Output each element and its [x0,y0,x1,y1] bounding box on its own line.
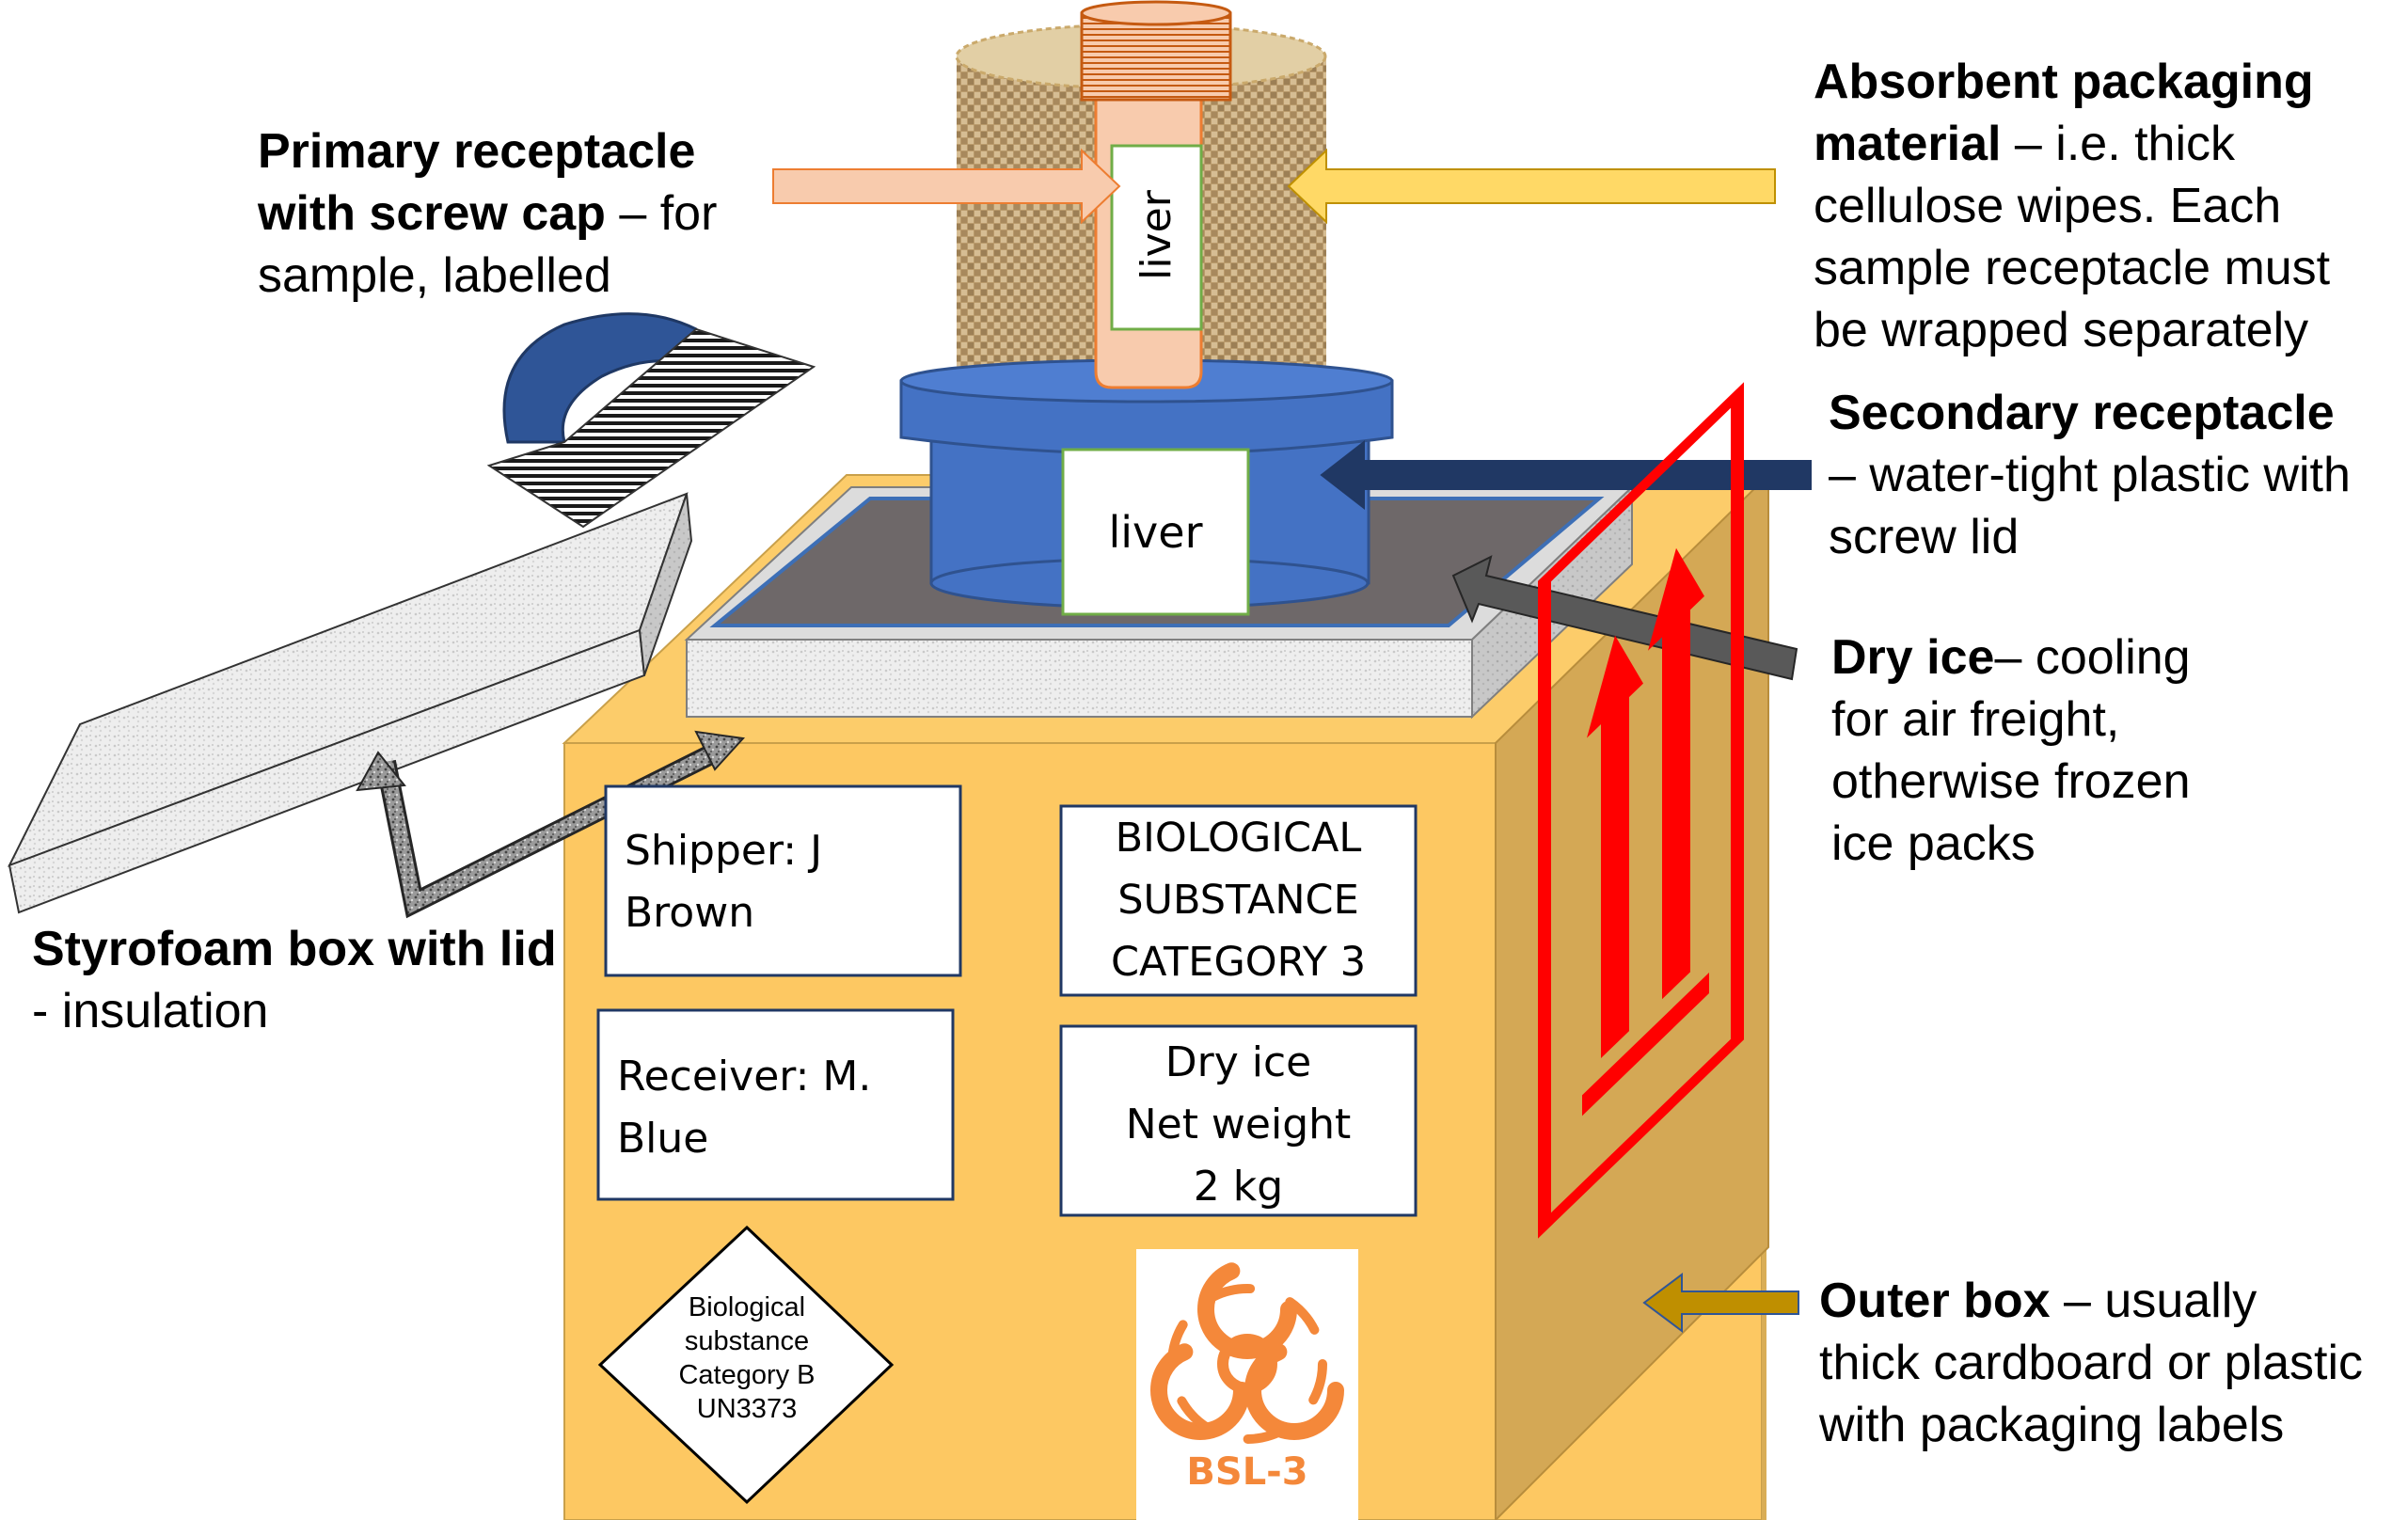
primary-desc-line-1: – for [605,186,718,241]
category-line-1: BIOLOGICAL [1115,815,1362,862]
absorbent-desc-line-3: sample receptacle must [1814,241,2331,295]
secondary-receptacle [899,358,1394,616]
outer-title: Outer box [1819,1274,2051,1328]
shipper-label-text: Shipper: J Brown [625,820,822,944]
dry-ice-label-line-3: 2 kg [1193,1163,1284,1211]
secondary-desc-line-1: – water-tight plastic with [1829,448,2351,502]
un-line-2: substance [684,1326,810,1356]
orientation-arrows-icon [1538,382,1744,1239]
dry-ice-label-line-1: Dry ice [1164,1038,1312,1086]
receiver-label [596,1008,955,1201]
dry-ice-annotation: Dry ice– cooling for air freight, otherw… [1831,626,2191,875]
tube-label-value: liver [1133,190,1180,280]
primary-receptacle-annotation: Primary receptacle with screw cap – for … [258,120,717,307]
absorbent-annotation: Absorbent packaging material – i.e. thic… [1814,51,2330,361]
un3373-label-text: Biological substance Category B UN3373 [652,1290,842,1426]
primary-desc-line-2: sample, labelled [258,248,611,303]
un-line-4: UN3373 [696,1394,798,1424]
jar-label-box [1061,448,1250,616]
shipper-line-2: Brown [625,889,755,937]
un-line-3: Category B [678,1360,816,1390]
absorbent-desc-line-1: – i.e. thick [2001,117,2236,171]
dry-ice-desc-line-4: ice packs [1831,816,2036,871]
removed-screw-cap [486,312,816,529]
dry-ice-label [1059,1024,1418,1217]
absorbent-desc-line-4: be wrapped separately [1814,303,2309,357]
receiver-line-1: Receiver: M. [617,1053,872,1100]
styrofoam-desc: - insulation [32,984,269,1038]
biohazard-icon [1150,1259,1344,1444]
un3373-diamond [597,1225,895,1505]
styrofoam-lid [7,492,693,914]
jar-label-value: liver [1108,507,1203,558]
outer-desc-line-2: thick cardboard or plastic [1819,1336,2364,1390]
bsl-label-text: BSL-3 [1136,1449,1358,1496]
tube-label-box [1110,144,1203,331]
outer-desc-line-1: – usually [2050,1274,2258,1328]
secondary-desc-line-2: screw lid [1829,510,2020,564]
receiver-line-2: Blue [617,1115,709,1163]
arrow-outer-box [1642,1273,1799,1333]
primary-title-line-1: Primary receptacle [258,124,696,179]
tube-label-text: liver [1129,188,1185,282]
receiver-label-text: Receiver: M. Blue [617,1046,871,1170]
secondary-receptacle-annotation: Secondary receptacle – water-tight plast… [1829,382,2351,568]
absorbent-title-line-2: material [1814,117,2002,171]
secondary-title: Secondary receptacle [1829,386,2335,440]
arrow-primary [772,148,1121,225]
shipper-line-1: Shipper: J [625,827,823,875]
category-line-3: CATEGORY 3 [1110,939,1367,986]
styrofoam-annotation: Styrofoam box with lid - insulation [32,918,557,1042]
styrofoam-title: Styrofoam box with lid [32,922,557,976]
category-line-2: SUBSTANCE [1117,877,1359,924]
absorbent-desc-line-2: cellulose wipes. Each [1814,179,2282,233]
primary-receptacle [1080,0,1232,389]
absorbent-title-line-1: Absorbent packaging [1814,55,2314,109]
jar-label-text: liver [1063,504,1248,561]
outer-desc-line-3: with packaging labels [1819,1398,2285,1452]
dry-ice-desc-line-1: – cooling [1994,630,2191,685]
dry-ice-label-text: Dry ice Net weight 2 kg [1061,1032,1416,1218]
dry-ice-desc-line-2: for air freight, [1831,692,2120,747]
styrofoam-box-front [686,639,1473,718]
shipper-label [604,784,962,977]
dry-ice-desc-line-3: otherwise frozen [1831,754,2191,809]
outer-box-annotation: Outer box – usually thick cardboard or p… [1819,1270,2363,1456]
dry-ice-title: Dry ice [1831,630,1995,685]
primary-title-line-2: with screw cap [258,186,606,241]
arrow-absorbent [1287,148,1776,225]
bsl-level: BSL-3 [1186,1450,1308,1494]
dry-ice-label-line-2: Net weight [1125,1100,1352,1148]
un-line-1: Biological [688,1292,806,1322]
category-label [1059,804,1418,997]
category-label-text: BIOLOGICAL SUBSTANCE CATEGORY 3 [1061,807,1416,993]
tube-screw-cap [1080,11,1232,102]
